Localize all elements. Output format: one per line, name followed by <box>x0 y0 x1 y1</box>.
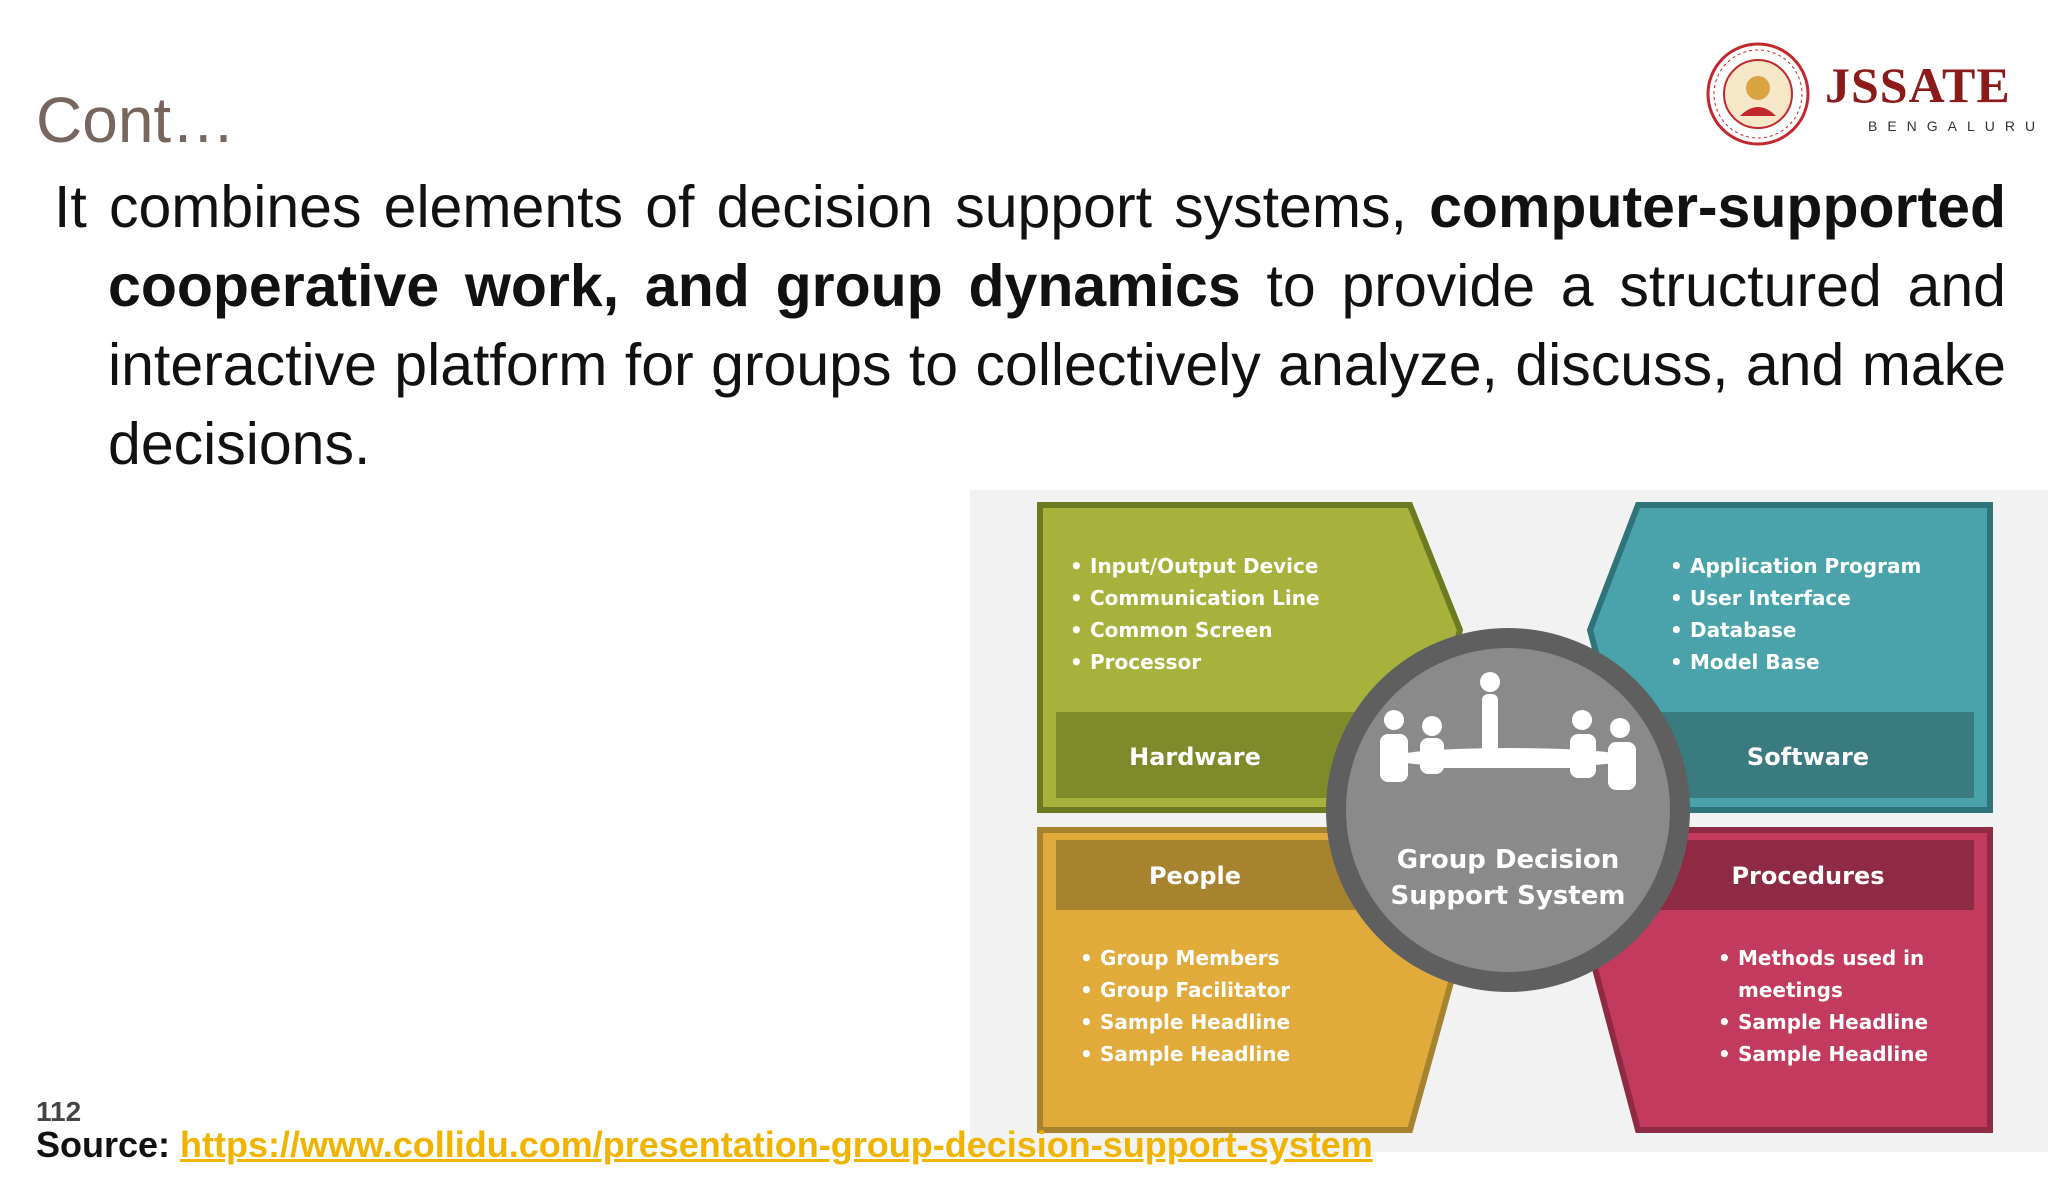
hardware-item: Common Screen <box>1090 618 1273 642</box>
meeting-people-icon <box>1380 672 1636 790</box>
svg-text:•: • <box>1080 978 1093 1002</box>
svg-text:•: • <box>1070 586 1083 610</box>
svg-text:•: • <box>1070 554 1083 578</box>
slide-body: It combines elements of decision support… <box>54 168 2006 484</box>
hardware-item: Communication Line <box>1090 586 1320 610</box>
body-text-start: It combines elements of decision support… <box>54 174 1430 240</box>
logo-name: JSSATE <box>1825 57 2011 113</box>
svg-text:•: • <box>1670 650 1683 674</box>
svg-text:•: • <box>1670 586 1683 610</box>
svg-text:•: • <box>1670 618 1683 642</box>
seal-icon <box>1706 42 1810 146</box>
procedures-item: Sample Headline <box>1738 1042 1928 1066</box>
software-label: Software <box>1747 743 1869 771</box>
svg-text:•: • <box>1670 554 1683 578</box>
center-title-line2: Support System <box>1391 881 1626 911</box>
body-text-bold: computer-supported cooperative work, and… <box>108 174 2006 319</box>
source-line: Source: https://www.collidu.com/presenta… <box>36 1124 1373 1166</box>
source-label: Source: <box>36 1124 181 1165</box>
procedures-item: Sample Headline <box>1738 1010 1928 1034</box>
svg-text:•: • <box>1718 946 1731 970</box>
page-number: 112 <box>36 1096 82 1127</box>
people-item: Sample Headline <box>1100 1042 1290 1066</box>
hardware-label: Hardware <box>1129 743 1261 771</box>
people-item: Group Members <box>1100 946 1280 970</box>
slide-title: Cont… <box>36 84 236 156</box>
hardware-item: Processor <box>1090 650 1201 674</box>
svg-text:•: • <box>1080 946 1093 970</box>
logo-location: BENGALURU <box>1868 118 2046 134</box>
procedures-panel: Procedures Methods used in meetings Samp… <box>1586 827 1993 1133</box>
svg-text:•: • <box>1718 1010 1731 1034</box>
center-hub: Group Decision Support System <box>1326 628 1690 992</box>
svg-text:•: • <box>1718 1042 1731 1066</box>
people-item: Group Facilitator <box>1100 978 1290 1002</box>
software-item: Application Program <box>1690 554 1921 578</box>
svg-text:•: • <box>1070 618 1083 642</box>
procedures-item: Methods used in <box>1738 946 1924 970</box>
svg-text:•: • <box>1070 650 1083 674</box>
svg-text:•: • <box>1080 1010 1093 1034</box>
people-item: Sample Headline <box>1100 1010 1290 1034</box>
software-item: User Interface <box>1690 586 1851 610</box>
svg-text:•: • <box>1080 1042 1093 1066</box>
procedures-item: meetings <box>1738 978 1843 1002</box>
institution-logo: JSSATE BENGALURU <box>1700 38 2035 148</box>
people-label: People <box>1149 862 1241 890</box>
procedures-label: Procedures <box>1731 862 1884 890</box>
software-item: Database <box>1690 618 1796 642</box>
source-link[interactable]: https://www.collidu.com/presentation-gro… <box>180 1124 1373 1165</box>
software-item: Model Base <box>1690 650 1820 674</box>
center-title-line1: Group Decision <box>1397 845 1620 875</box>
software-panel: Software Application Program User Interf… <box>1586 502 1993 813</box>
gdss-diagram: Hardware Input/Output Device Communicati… <box>970 490 2048 1152</box>
body-text-end: to provide a structured and interactive … <box>108 253 2006 477</box>
hardware-item: Input/Output Device <box>1090 554 1318 578</box>
